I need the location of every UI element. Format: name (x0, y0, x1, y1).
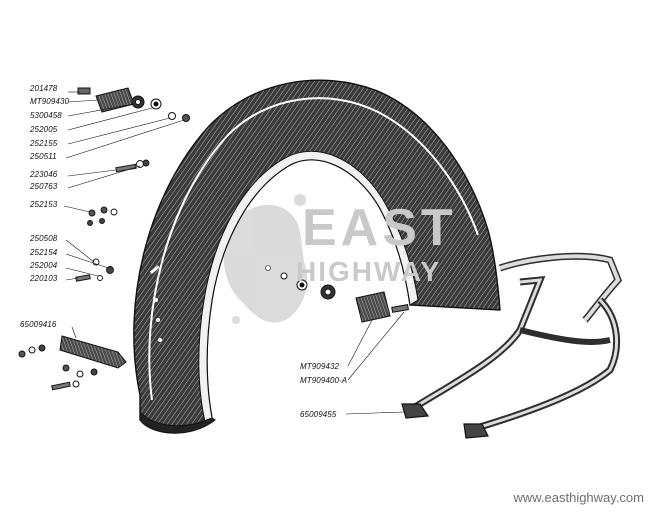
label-223046: 223046 (30, 170, 58, 179)
label-250763: 250763 (30, 182, 58, 191)
label-252005: 252005 (30, 125, 58, 134)
rear-fender (133, 79, 501, 434)
watermark-splash (223, 194, 308, 324)
label-250511: 250511 (30, 152, 57, 161)
label-252155: 252155 (30, 139, 58, 148)
hardware-top (77, 87, 190, 122)
bracket-left (18, 335, 127, 391)
label-201478: 201478 (30, 84, 58, 93)
label-MT909400-A: MT909400-A (300, 376, 348, 385)
rear-support (401, 252, 623, 439)
label-250508: 250508 (30, 234, 58, 243)
label-65009416: 65009416 (20, 320, 57, 329)
label-252154: 252154 (30, 248, 58, 257)
label-MT909432: MT909432 (300, 362, 340, 371)
label-5300458: 5300458 (30, 111, 62, 120)
label-220103: 220103 (30, 274, 58, 283)
watermark-url: www.easthighway.com (513, 490, 644, 505)
label-252153: 252153 (30, 200, 58, 209)
watermark-logo-highway: HIGHWAY (296, 256, 442, 287)
hardware-inner (280, 272, 409, 323)
leader-lines (63, 91, 405, 415)
label-65009455: 65009455 (300, 410, 337, 419)
watermark-logo-east: EAST (302, 199, 457, 257)
label-MT909430: MT909430 (30, 97, 70, 106)
label-252004: 252004 (30, 261, 58, 270)
hardware-mid (75, 159, 150, 282)
